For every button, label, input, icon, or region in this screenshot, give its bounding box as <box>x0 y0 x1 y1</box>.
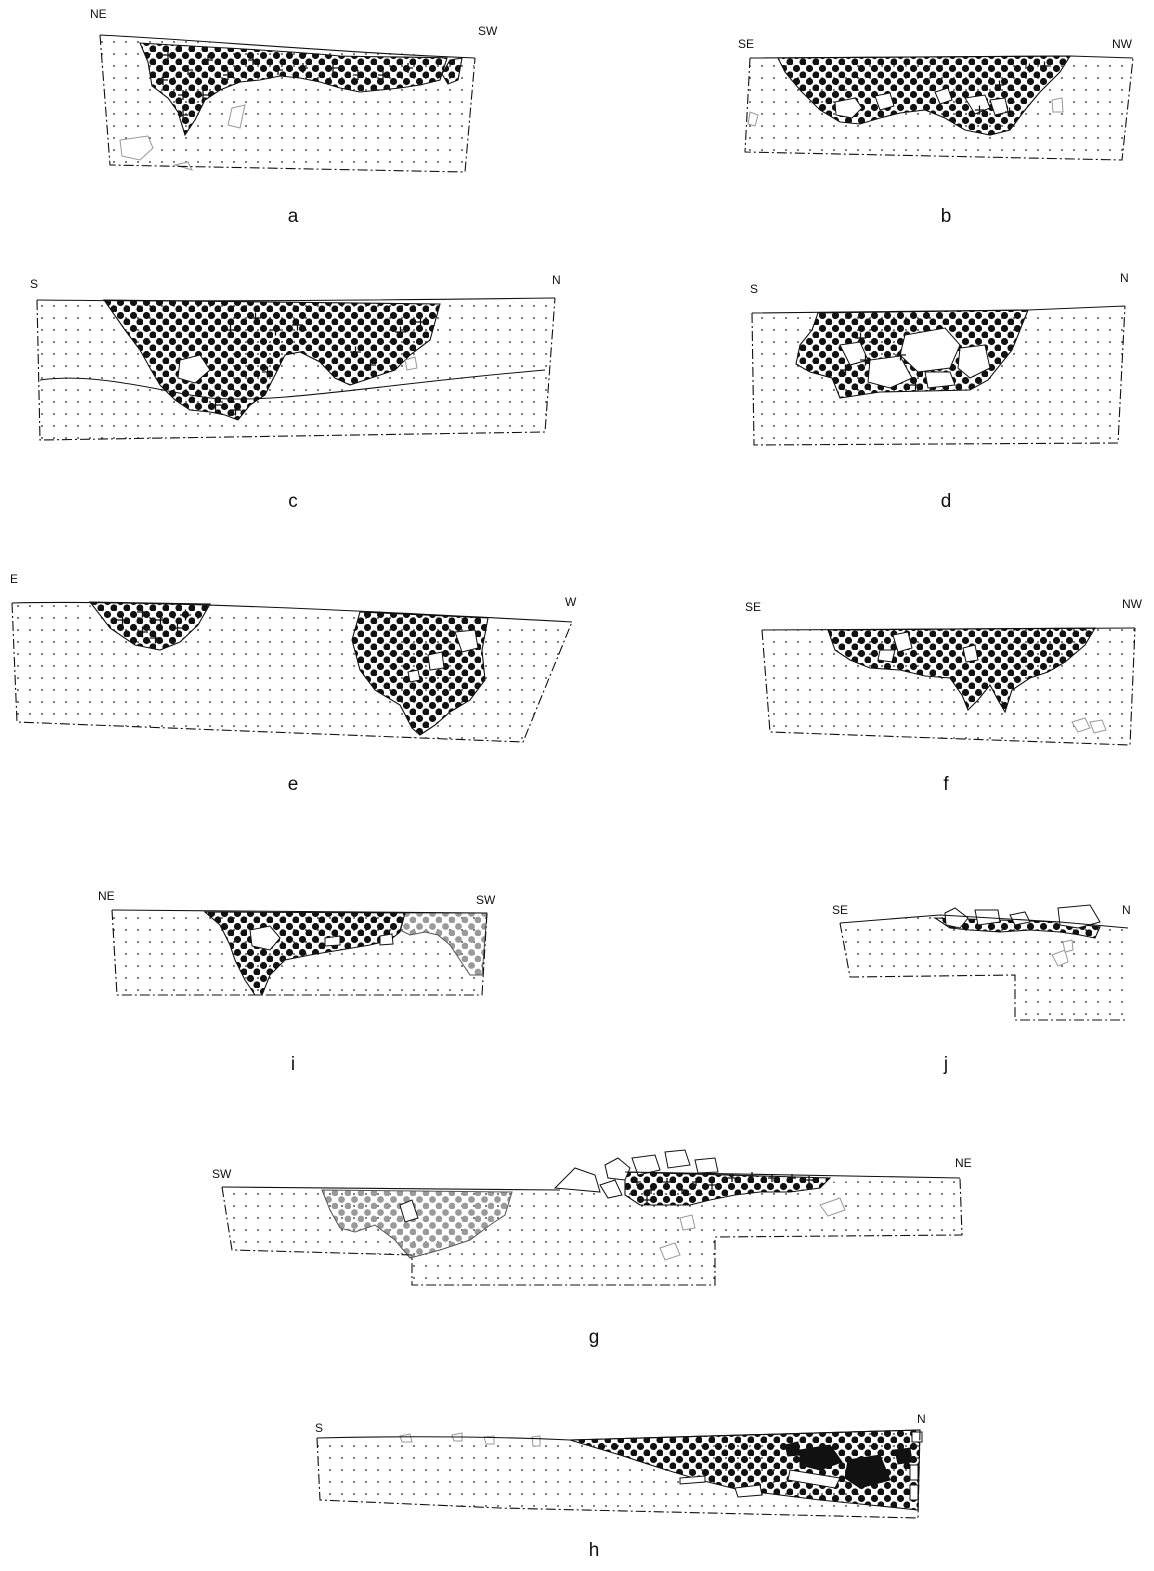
panel-e-left-orientation: E <box>10 572 18 586</box>
panel-f-right-orientation: NW <box>1122 597 1143 611</box>
panel-g-left-orientation: SW <box>212 1167 232 1181</box>
section-panel-j: SE N j <box>832 903 1131 1075</box>
section-panel-d: S N d <box>750 271 1129 512</box>
panel-h-right-orientation: N <box>917 1412 926 1426</box>
section-panel-h: S N h <box>315 1412 926 1561</box>
panel-d-left-orientation: S <box>750 282 758 296</box>
panel-c-label: c <box>288 491 298 512</box>
panel-c-right-orientation: N <box>552 273 561 287</box>
panel-b-left-orientation: SE <box>738 37 754 51</box>
panel-d-right-orientation: N <box>1120 271 1129 285</box>
section-panel-c: S N c <box>30 273 561 512</box>
section-panel-b: SE NW b <box>738 37 1134 227</box>
section-panel-f: SE NW f <box>745 597 1143 795</box>
panel-f-label: f <box>943 774 949 795</box>
panel-g-label: g <box>589 1327 600 1348</box>
panel-i-label: i <box>291 1054 295 1075</box>
panel-a-right-orientation: SW <box>478 24 498 38</box>
panel-j-label: j <box>943 1054 948 1075</box>
panel-f-left-orientation: SE <box>745 600 761 614</box>
section-panel-e: E W e <box>10 572 577 795</box>
panel-b-label: b <box>941 206 952 227</box>
panel-j-left-orientation: SE <box>832 903 848 917</box>
panel-j-right-orientation: N <box>1122 903 1131 917</box>
panel-e-right-orientation: W <box>565 595 577 609</box>
panel-b-right-orientation: NW <box>1112 37 1133 51</box>
panel-h-left-orientation: S <box>315 1421 323 1435</box>
section-panel-i: NE SW i <box>98 889 496 1075</box>
panel-i-left-orientation: NE <box>98 889 115 903</box>
panel-d-label: d <box>941 491 952 512</box>
panel-e-label: e <box>288 774 299 795</box>
panel-a-label: a <box>288 206 299 227</box>
panel-h-label: h <box>589 1540 600 1561</box>
panel-a-left-orientation: NE <box>90 7 107 21</box>
section-panel-a: NE SW a <box>90 7 498 227</box>
panel-g-right-orientation: NE <box>955 1156 972 1170</box>
panel-i-right-orientation: SW <box>476 893 496 907</box>
panel-c-left-orientation: S <box>30 277 38 291</box>
section-panel-g: SW NE g <box>212 1149 972 1348</box>
